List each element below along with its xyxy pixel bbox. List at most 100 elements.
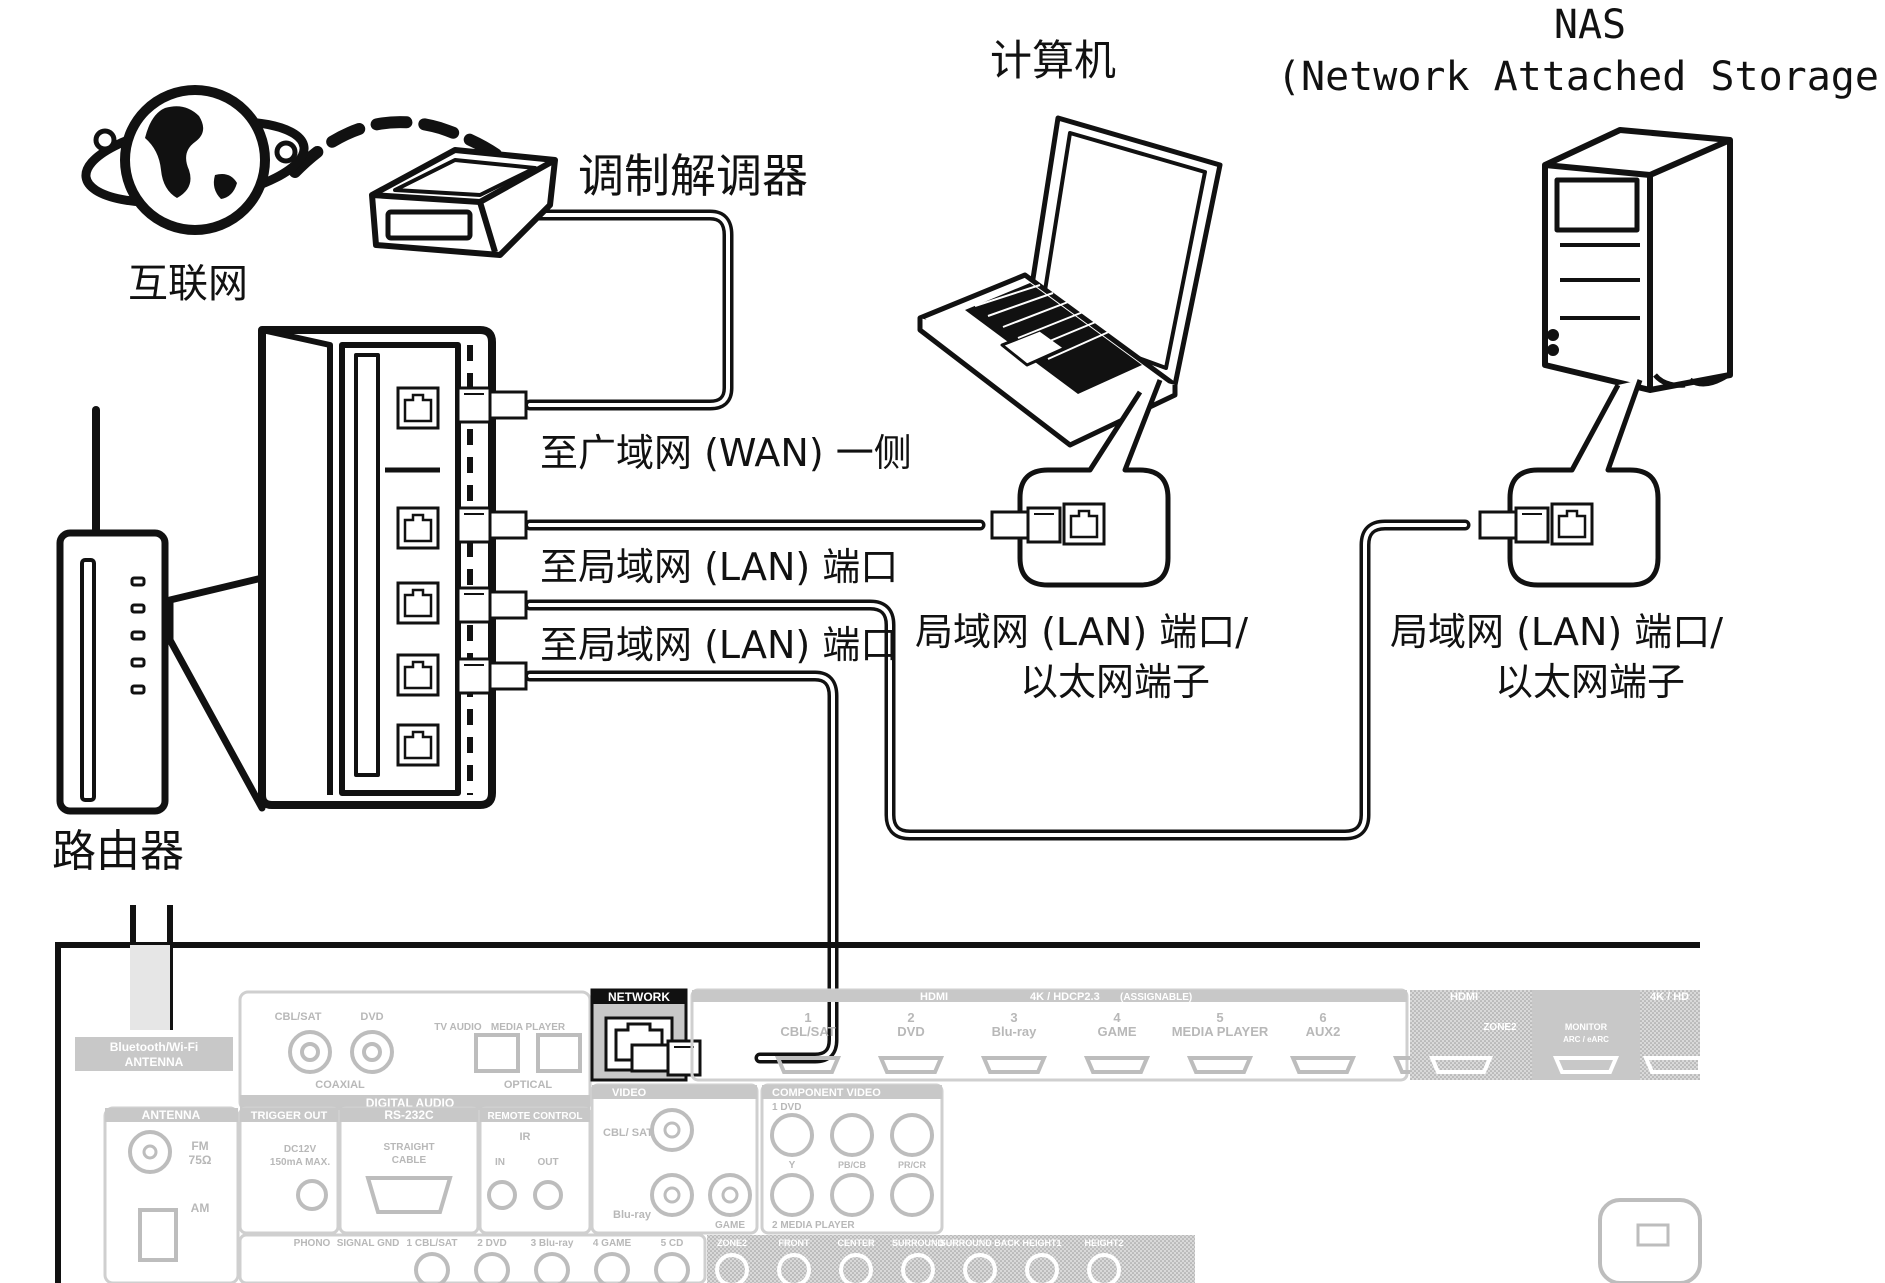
modem-label: 调制解调器 [578,149,808,203]
modem-icon [369,147,558,258]
rca-jack-icon [715,1253,749,1283]
router-label: 路由器 [52,826,184,877]
analog-input-label: 3 Blu-ray [531,1238,574,1249]
svg-text:PR/CR: PR/CR [898,1160,927,1170]
analog-input-label: 1 CBL/SAT [407,1238,458,1249]
router-lan-port-3-icon [396,653,440,697]
svg-text:(ASSIGNABLE): (ASSIGNABLE) [1120,992,1192,1003]
preout-label: ZONE2 [717,1238,747,1248]
internet-globe-icon [81,85,309,235]
network-port-label: NETWORK [608,990,670,1004]
rca-jack-icon [839,1253,873,1283]
internet-link [289,116,526,186]
router-icon [56,406,169,815]
lan-plug-2-icon [456,586,528,624]
nas-title: NAS [1554,2,1626,48]
rca-jack-icon [1025,1253,1059,1283]
router-lan-port-4-icon [396,723,440,767]
hdmi-port-icon [877,1056,945,1074]
hdmi-input-name: MEDIA PLAYER [1172,1024,1269,1039]
rca-jack-icon [901,1253,935,1283]
wan-cable [502,209,734,411]
svg-text:DC12V: DC12V [284,1144,317,1155]
preout-label: SURROUND [892,1238,945,1248]
svg-text:ANTENNA: ANTENNA [142,1108,201,1122]
svg-text:IN: IN [495,1157,505,1168]
hdmi-port-icon [1186,1056,1254,1074]
rca-jack-icon [777,1253,811,1283]
wan-side-label: 至广域网 (WAN) 一侧 [540,431,912,475]
svg-text:CABLE: CABLE [392,1155,427,1166]
analog-input-label: 4 GAME [593,1238,632,1249]
hdmi-input-number: 5 [1216,1010,1223,1025]
hdmi-input-name: Blu-ray [992,1024,1038,1039]
svg-text:Blu-ray: Blu-ray [613,1209,652,1221]
svg-text:1 DVD: 1 DVD [772,1102,801,1113]
svg-text:GAME: GAME [715,1220,745,1231]
nas-port-label-2: 以太网端子 [1495,660,1685,704]
svg-text:RS-232C: RS-232C [384,1108,434,1122]
receiver-lan-plug-icon [630,1039,702,1077]
hdmi-port-icon [774,1056,842,1074]
svg-text:TV AUDIO: TV AUDIO [434,1022,482,1033]
svg-text:ZONE2: ZONE2 [1483,1022,1517,1033]
svg-text:STRAIGHT: STRAIGHT [383,1142,434,1153]
svg-text:CBL/SAT: CBL/SAT [275,1011,322,1023]
bt-antenna-label: Bluetooth/Wi-Fi [110,1040,199,1054]
preout-label: HEIGHT1 [1022,1238,1061,1248]
svg-text:CBL/ SAT: CBL/ SAT [603,1127,653,1139]
nas-callout [1507,379,1661,588]
rca-jack-icon [534,1252,570,1283]
preout-label: FRONT [779,1238,810,1248]
lan-port-label-2: 至局域网 (LAN) 端口 [540,623,898,667]
digital-inputs: CBL/SAT DVD TV AUDIO MEDIA PLAYER COAXIA… [275,1011,582,1091]
svg-text:DVD: DVD [360,1011,383,1023]
router-wan-port-icon [396,386,440,430]
computer-label: 计算机 [990,36,1116,85]
nas-port-label-1: 局域网 (LAN) 端口/ [1390,610,1723,654]
preout-label: SURROUND BACK [940,1238,1021,1248]
bt-antenna-label-2: ANTENNA [125,1055,184,1069]
rca-jack-icon [654,1252,690,1283]
receiver-rear-panel: Bluetooth/Wi-Fi ANTENNA DIGITAL AUDIO CB… [55,905,1702,1283]
svg-text:COMPONENT VIDEO: COMPONENT VIDEO [772,1087,881,1099]
svg-text:MONITOR: MONITOR [1565,1022,1608,1032]
rca-jack-icon [414,1252,450,1283]
pc-port-label-1: 局域网 (LAN) 端口/ [915,610,1248,654]
svg-text:75Ω: 75Ω [189,1153,212,1167]
svg-text:OPTICAL: OPTICAL [504,1079,553,1091]
svg-text:Y: Y [789,1160,796,1171]
nas-icon [1542,127,1733,393]
svg-text:SIGNAL GND: SIGNAL GND [337,1238,400,1249]
router-lan-port-1-icon [396,506,440,550]
svg-text:HDMI: HDMI [1450,991,1478,1003]
hdmi-port-icon [1289,1056,1357,1074]
analog-input-label: 5 CD [661,1238,684,1249]
rca-jack-icon [474,1252,510,1283]
svg-text:150mA MAX.: 150mA MAX. [270,1157,330,1168]
svg-text:ARC / eARC: ARC / eARC [1563,1035,1609,1044]
internet-label: 互联网 [128,261,248,307]
hdmi-input-number: 1 [804,1010,811,1025]
hdmi-input-name: AUX2 [1306,1024,1341,1039]
pc-port-label-2: 以太网端子 [1020,660,1210,704]
svg-text:4K / HD: 4K / HD [1650,991,1689,1003]
svg-text:FM: FM [191,1139,208,1153]
rca-jack-icon [963,1253,997,1283]
hdmi-port-icon [980,1056,1048,1074]
wan-plug-icon [456,386,528,424]
hdmi-input-name: GAME [1098,1024,1137,1039]
svg-text:2 MEDIA PLAYER: 2 MEDIA PLAYER [772,1220,855,1231]
laptop-icon [917,115,1223,448]
svg-text:IR: IR [520,1131,531,1143]
svg-text:VIDEO: VIDEO [612,1087,647,1099]
svg-text:MEDIA PLAYER: MEDIA PLAYER [491,1022,566,1033]
lan-port-label-1: 至局域网 (LAN) 端口 [540,545,898,589]
svg-text:PB/CB: PB/CB [838,1160,867,1170]
svg-text:COAXIAL: COAXIAL [315,1079,365,1091]
hdmi-input-number: 6 [1319,1010,1326,1025]
nas-lan-port-icon [1550,502,1594,546]
hdmi-input-number: 4 [1113,1010,1121,1025]
